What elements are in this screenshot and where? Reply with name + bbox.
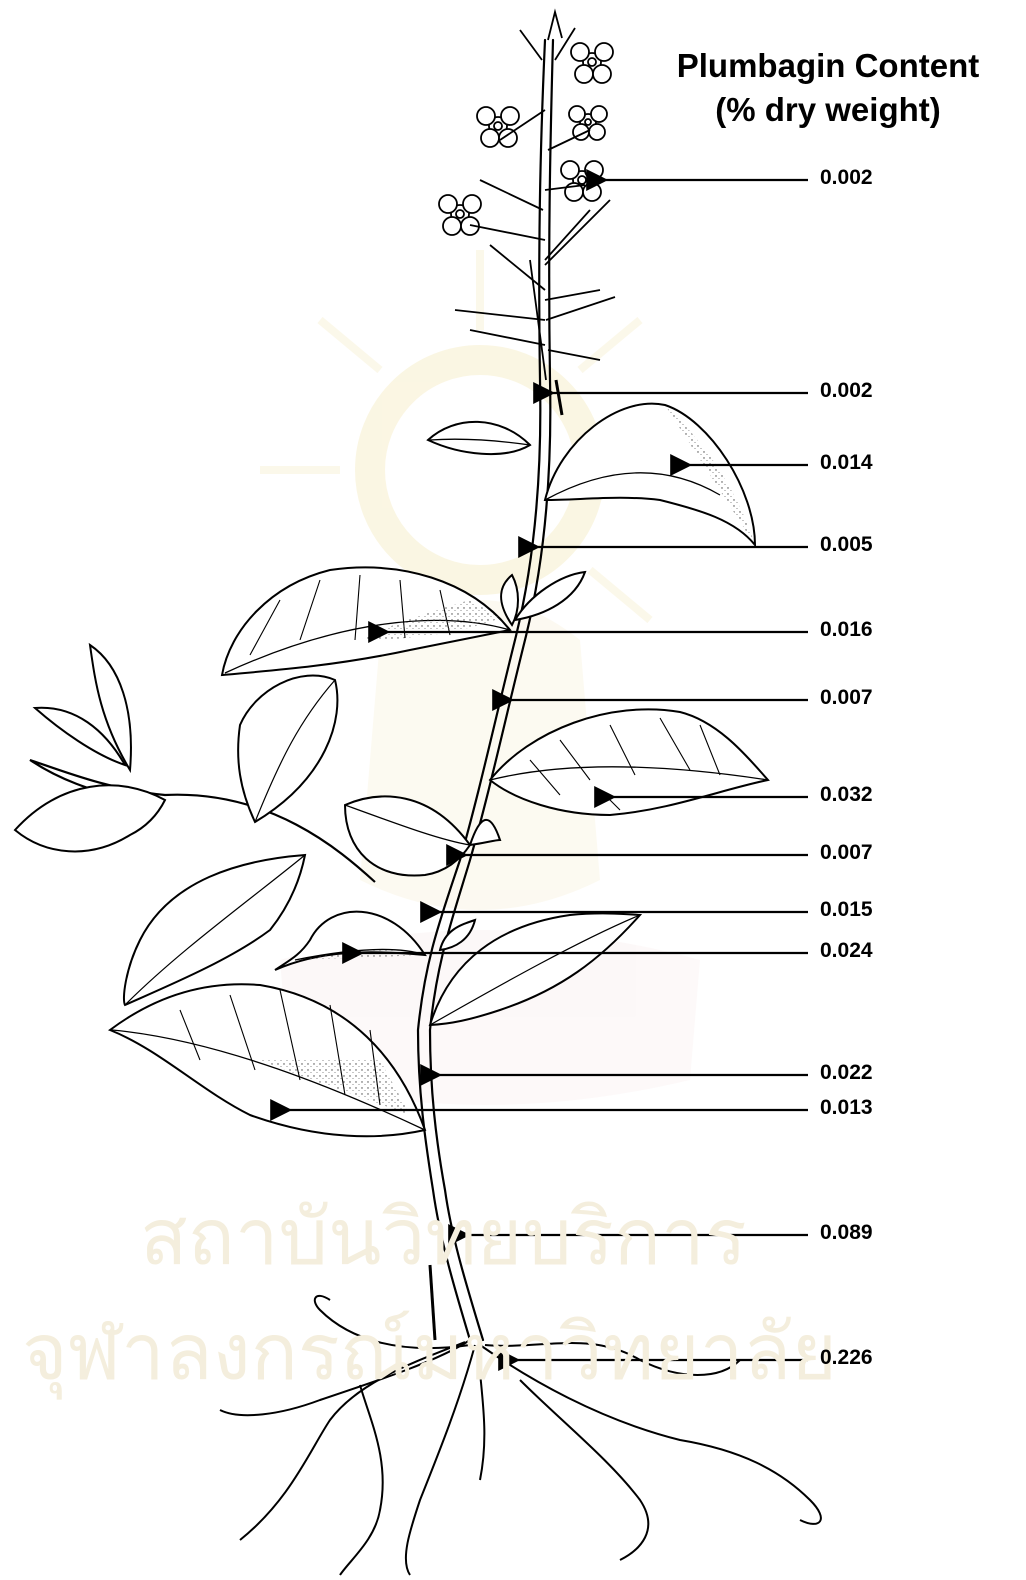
watermark-text-line1: สถาบันวิทยบริการ bbox=[140, 1175, 747, 1299]
value-label-lower-stem: 0.089 bbox=[820, 1221, 873, 1245]
value-label-stem: 0.005 bbox=[820, 533, 873, 557]
value-label-leaf: 0.013 bbox=[820, 1096, 873, 1120]
value-label-upper-stem: 0.002 bbox=[820, 379, 873, 403]
value-label-leaf: 0.016 bbox=[820, 618, 873, 642]
flower bbox=[477, 107, 519, 147]
watermark-text-line2: จุฬาลงกรณ์มหาวิทยาลัย bbox=[22, 1290, 837, 1414]
flower bbox=[571, 43, 613, 83]
value-label-root: 0.226 bbox=[820, 1346, 873, 1370]
value-label-flower: 0.002 bbox=[820, 166, 873, 190]
leaf bbox=[15, 645, 375, 882]
value-label-stem: 0.015 bbox=[820, 898, 873, 922]
value-label-stem: 0.007 bbox=[820, 686, 873, 710]
flower bbox=[569, 106, 607, 140]
leaf bbox=[124, 855, 305, 1005]
chart-title: Plumbagin Content bbox=[648, 46, 1008, 86]
value-label-leaf: 0.024 bbox=[820, 939, 873, 963]
value-label-stem: 0.022 bbox=[820, 1061, 873, 1085]
value-label-leaf: 0.032 bbox=[820, 783, 873, 807]
leaf bbox=[428, 422, 530, 454]
flower bbox=[439, 195, 481, 235]
flower bbox=[561, 161, 603, 201]
value-label-stem: 0.007 bbox=[820, 841, 873, 865]
value-label-leaf: 0.014 bbox=[820, 451, 873, 475]
chart-subtitle: (% dry weight) bbox=[648, 90, 1008, 130]
